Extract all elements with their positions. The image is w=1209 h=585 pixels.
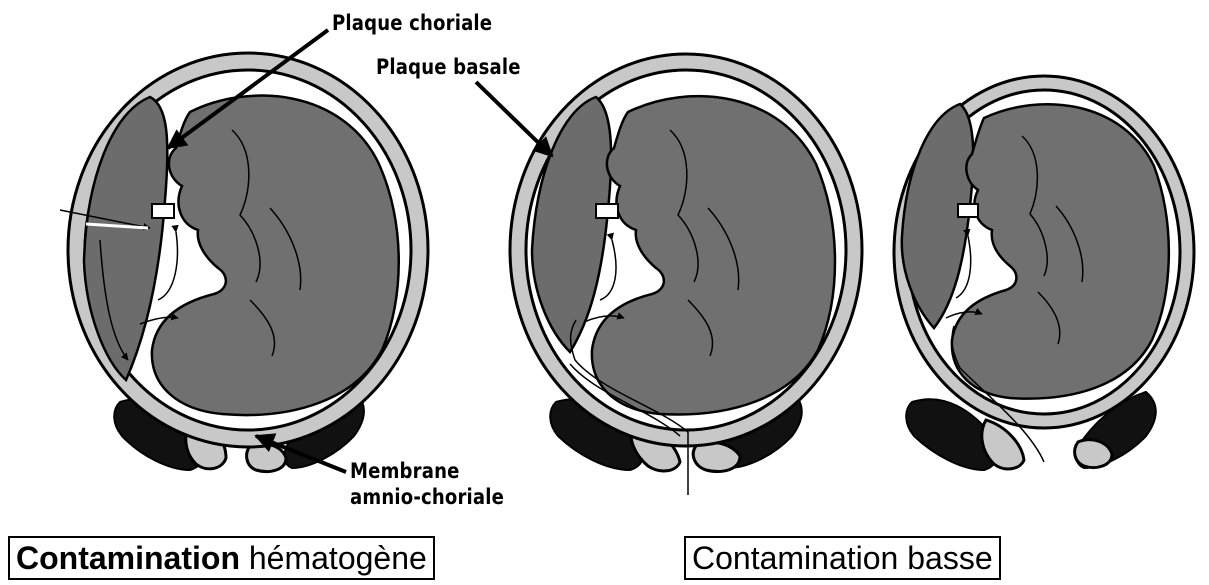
uterus-ascending-2 xyxy=(894,76,1194,470)
caption-hematogenous-bold: Contamination xyxy=(16,540,240,576)
membrane-label-line1: Membrane xyxy=(350,460,460,484)
membrane-label-line2: amnio-choriale xyxy=(350,486,504,510)
caption-hematogenous-rest: hématogène xyxy=(249,540,427,576)
chorionic-plate-label: Plaque choriale xyxy=(332,12,492,36)
uterus-ascending-1 xyxy=(510,54,862,495)
basal-plate-pointer xyxy=(476,82,552,156)
uterus-hematogenous xyxy=(60,53,428,472)
caption-hematogenous: Contamination hématogène xyxy=(8,536,435,580)
caption-ascending: Contamination basse xyxy=(684,536,1001,580)
basal-plate-label: Plaque basale xyxy=(376,56,521,80)
